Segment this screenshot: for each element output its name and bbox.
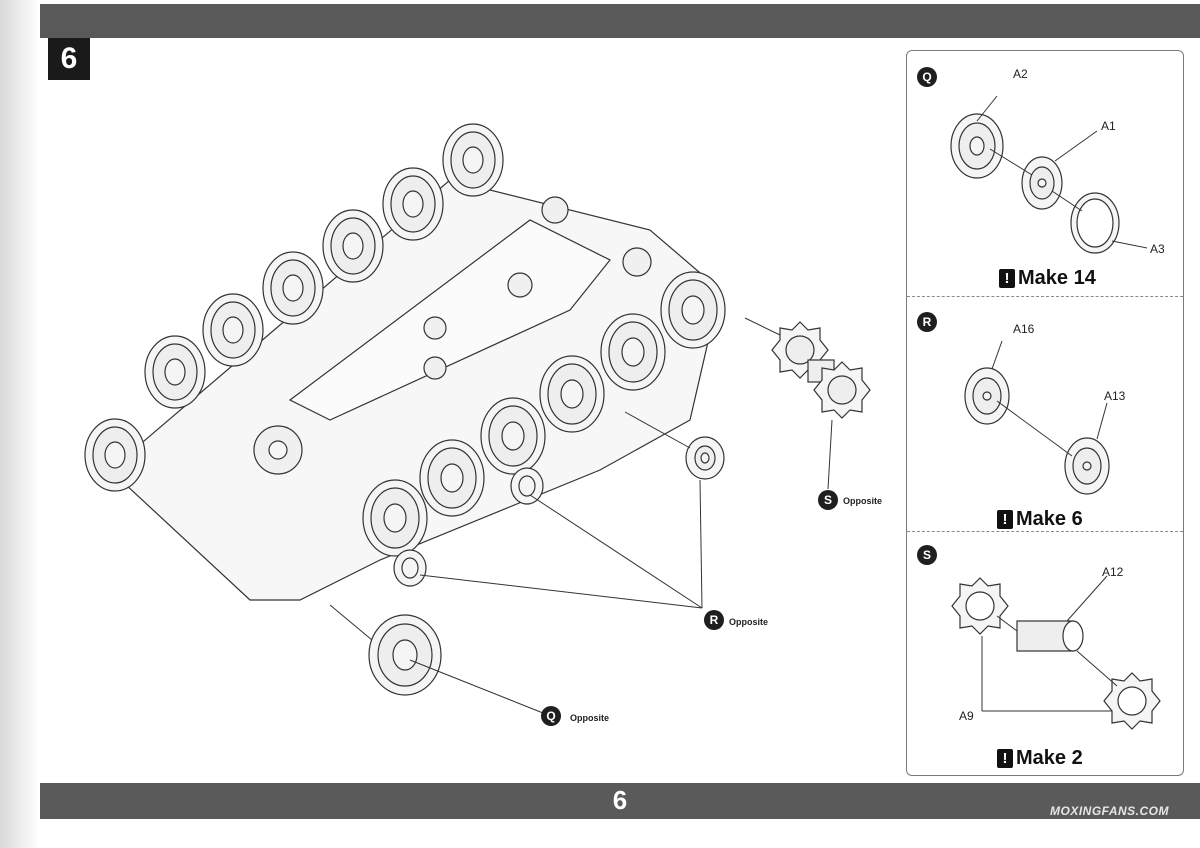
part-a9-sprocket-left xyxy=(951,577,1009,635)
section-divider xyxy=(907,296,1183,297)
section-divider xyxy=(907,531,1183,532)
exploded-sprocket xyxy=(771,321,871,419)
part-a3-tyre xyxy=(1070,192,1120,254)
sub-assembly-drawings xyxy=(950,95,1161,730)
callout-s-note: Opposite xyxy=(843,496,883,506)
top-header-bar xyxy=(40,4,1200,38)
section-q-badge: Q xyxy=(917,67,937,87)
part-a13-roller xyxy=(1064,437,1110,495)
part-a1-hub xyxy=(1021,156,1063,210)
page-number: 6 xyxy=(612,785,628,815)
main-assembly-diagram xyxy=(84,123,871,714)
callout-s-badge: S xyxy=(818,490,838,510)
section-s-make: !Make 2 xyxy=(997,747,1083,770)
part-label-a16: A16 xyxy=(1013,322,1035,336)
far-side-road-wheels xyxy=(84,123,504,492)
watermark-text: MOXINGFANS.COM xyxy=(1050,804,1170,818)
part-label-a1: A1 xyxy=(1101,119,1116,133)
part-label-a9: A9 xyxy=(959,709,974,723)
hull-top-panel xyxy=(288,219,611,421)
section-r-badge: R xyxy=(917,312,937,332)
return-rollers xyxy=(393,467,544,587)
hull-port xyxy=(507,272,533,298)
bottom-footer-bar: 6 xyxy=(40,783,1200,819)
part-a12-sprocket-hub xyxy=(1016,620,1084,652)
callout-q-badge: Q xyxy=(541,706,561,726)
callout-r-badge: R xyxy=(704,610,724,630)
section-r-make: !Make 6 xyxy=(997,508,1083,531)
exclamation-icon: ! xyxy=(999,269,1015,288)
section-q-make: !Make 14 xyxy=(999,267,1096,290)
section-s-badge: S xyxy=(917,545,937,565)
page-binding-shadow xyxy=(0,0,40,848)
callout-q-note: Opposite xyxy=(570,713,610,723)
near-side-road-wheels xyxy=(362,271,726,557)
part-label-a13: A13 xyxy=(1104,389,1126,403)
sub-assembly-panel: Q A2 A1 A3 !Make 14 R A16 A13 !Make 6 S … xyxy=(906,50,1184,776)
exclamation-icon: ! xyxy=(997,510,1013,529)
part-label-a3: A3 xyxy=(1150,242,1165,256)
part-a2-wheel xyxy=(950,113,1004,179)
part-a9-sprocket-right xyxy=(1103,672,1161,730)
step-number-badge: 6 xyxy=(48,38,90,80)
part-label-a12: A12 xyxy=(1102,565,1124,579)
part-a16-roller xyxy=(964,367,1010,425)
exploded-road-wheel xyxy=(368,614,442,696)
exclamation-icon: ! xyxy=(997,749,1013,768)
exploded-return-roller xyxy=(685,436,725,480)
callout-r-note: Opposite xyxy=(729,617,769,627)
part-label-a2: A2 xyxy=(1013,67,1028,81)
